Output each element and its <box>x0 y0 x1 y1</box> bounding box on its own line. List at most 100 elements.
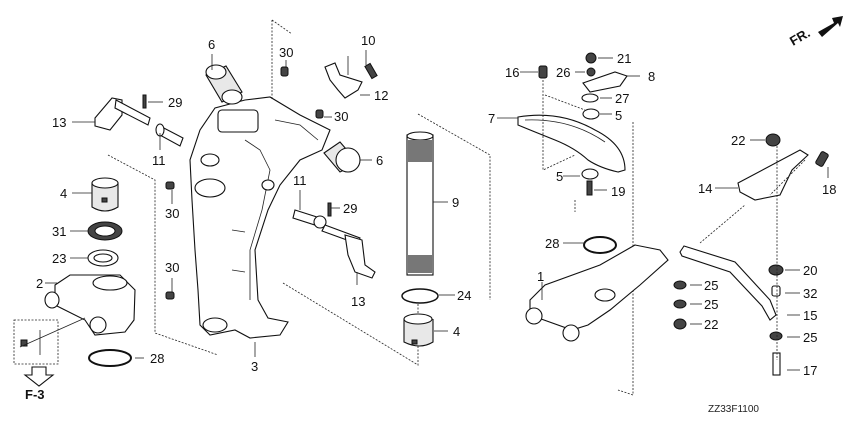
part-28-snap-ring-left <box>88 349 132 367</box>
callout-28: 28 <box>150 351 164 366</box>
part-19-pin <box>586 180 593 196</box>
part-32-collar <box>771 285 781 297</box>
callout-25: 25 <box>704 297 718 312</box>
part-7-tilt-limiter <box>517 114 626 173</box>
part-16-bolt <box>538 65 548 79</box>
callout-22: 22 <box>731 133 745 148</box>
part-20-nut <box>768 264 784 276</box>
part-27-washer <box>581 93 599 103</box>
leader-lines <box>45 50 829 371</box>
callout-23: 23 <box>52 251 66 266</box>
diagram-code: ZZ33F1100 <box>708 404 759 415</box>
callout-9: 9 <box>452 195 459 210</box>
part-22-nut-upper <box>765 133 781 147</box>
part-13-upper-lever <box>94 97 151 131</box>
callout-15: 15 <box>803 308 817 323</box>
group-bracket-top <box>271 19 293 100</box>
callout-6: 6 <box>376 153 383 168</box>
callout-12: 12 <box>374 88 388 103</box>
part-29-pin-lower <box>327 202 332 217</box>
callout-6: 6 <box>208 37 215 52</box>
reference-box-f3: F-3 <box>13 317 86 402</box>
swivel-case <box>189 96 331 339</box>
part-22-nut-lower <box>673 318 687 330</box>
callout-labels: 6 30 29 13 11 10 12 30 6 11 29 4 30 31 2… <box>36 33 836 378</box>
part-4-bushing-lower <box>403 313 434 347</box>
callout-11: 11 <box>293 173 307 188</box>
part-6-lower-bushing <box>323 141 361 173</box>
front-label: FR. <box>787 25 813 48</box>
part-12-bracket <box>324 62 363 99</box>
part-14-steering-arm <box>737 149 809 201</box>
callout-30: 30 <box>165 260 179 275</box>
group-bracket-left <box>107 154 219 356</box>
part-17-bolt <box>772 352 781 376</box>
part-6-upper-bushing <box>205 64 243 105</box>
part-29-pin-upper <box>142 94 147 109</box>
callout-28: 28 <box>545 236 559 251</box>
callout-5: 5 <box>615 108 622 123</box>
callout-29: 29 <box>168 95 182 110</box>
reference-label: F-3 <box>25 387 45 402</box>
callout-31: 31 <box>52 224 66 239</box>
part-8-plate <box>582 71 628 93</box>
link-alignment-lines <box>699 146 806 360</box>
callout-7: 7 <box>488 111 495 126</box>
part-28-snap-ring-right <box>583 236 617 254</box>
part-9-swivel-shaft <box>406 131 434 276</box>
callout-25: 25 <box>803 330 817 345</box>
callout-17: 17 <box>803 363 817 378</box>
callout-13: 13 <box>52 115 66 130</box>
part-5-washer-upper <box>582 108 600 120</box>
part-11-collar-upper <box>155 123 184 147</box>
part-24-thrust-washer <box>401 288 439 304</box>
front-direction-indicator: FR. <box>787 16 843 49</box>
part-18-bolt <box>815 151 829 167</box>
callout-22: 22 <box>704 317 718 332</box>
callout-29: 29 <box>343 201 357 216</box>
callout-1: 1 <box>537 269 544 284</box>
part-10-spring <box>364 62 378 80</box>
callout-10: 10 <box>361 33 375 48</box>
callout-27: 27 <box>615 91 629 106</box>
callout-14: 14 <box>698 181 712 196</box>
part-30-bolt-a <box>280 66 289 77</box>
reference-arrow-icon <box>23 366 55 387</box>
callout-32: 32 <box>803 286 817 301</box>
part-2-steering-bracket <box>44 274 136 336</box>
callout-24: 24 <box>457 288 471 303</box>
callout-2: 2 <box>36 276 43 291</box>
part-5-washer-lower <box>581 168 599 180</box>
callout-16: 16 <box>505 65 519 80</box>
callout-30: 30 <box>334 109 348 124</box>
callout-30: 30 <box>165 206 179 221</box>
part-31-oil-seal <box>87 221 123 241</box>
part-30-bolt-c <box>165 181 175 190</box>
part-4-bushing-upper <box>91 177 119 212</box>
callout-19: 19 <box>611 184 625 199</box>
callout-26: 26 <box>556 65 570 80</box>
part-21-nut <box>585 52 597 64</box>
part-1-swivel-bracket <box>525 244 669 342</box>
part-30-bolt-d <box>165 291 175 300</box>
callout-4: 4 <box>453 324 460 339</box>
callout-30: 30 <box>279 45 293 60</box>
callout-18: 18 <box>822 182 836 197</box>
limiter-bracket <box>542 80 634 396</box>
callout-4: 4 <box>60 186 67 201</box>
callout-13: 13 <box>351 294 365 309</box>
part-25-washer-c <box>769 331 783 341</box>
part-26-washer <box>586 67 596 77</box>
callout-21: 21 <box>617 51 631 66</box>
callout-3: 3 <box>251 359 258 374</box>
front-arrow-icon <box>818 16 843 37</box>
part-30-bolt-b <box>315 109 324 119</box>
part-11-collar-lower <box>292 209 327 229</box>
part-15-link-rod <box>679 245 777 321</box>
part-25-washer-b <box>673 299 687 309</box>
part-13-lower-lever <box>321 224 376 279</box>
part-25-washer-a <box>673 280 687 290</box>
callout-20: 20 <box>803 263 817 278</box>
callout-5: 5 <box>556 169 563 184</box>
